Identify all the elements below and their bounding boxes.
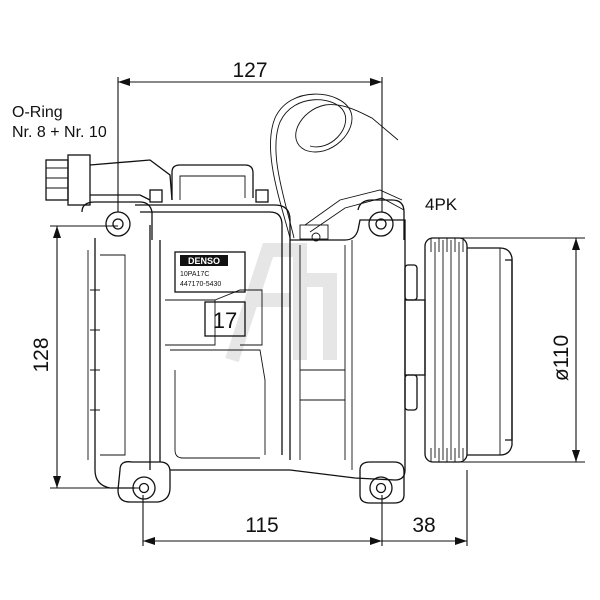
mount-hole-top-right <box>368 211 394 237</box>
dimension-128: 128 <box>30 225 140 489</box>
dimension-38-label: 38 <box>412 514 435 537</box>
top-valve-block <box>149 164 269 203</box>
nameplate-part-number: 447170-5430 <box>180 281 221 288</box>
wire-harness <box>270 93 405 242</box>
mount-hole-top-left <box>105 211 131 237</box>
dimension-115-label: 115 <box>245 514 278 537</box>
oring-label-line1: O-Ring <box>12 104 63 121</box>
dimension-diameter-label: ø110 <box>550 335 573 381</box>
dimension-127: 127 <box>117 59 383 212</box>
dimension-115: 115 <box>142 495 383 546</box>
number-plate-label: 17 <box>213 308 237 333</box>
denso-logo <box>180 255 228 266</box>
belt-label: 4PK <box>425 195 458 214</box>
watermark-logo <box>225 243 337 363</box>
front-housing <box>289 199 426 504</box>
dimension-diameter-110: ø110 <box>455 237 585 463</box>
compressor-housing <box>81 201 291 503</box>
service-port-fitting <box>45 154 173 206</box>
nameplate: DENSO 10PA17C 447170-5430 <box>174 251 246 293</box>
dimension-38: 38 <box>382 470 468 546</box>
dimension-128-label: 128 <box>30 337 53 372</box>
number-plate: 17 <box>204 301 246 337</box>
oring-label-line2: Nr. 8 + Nr. 10 <box>12 124 107 141</box>
mount-hole-bottom-right <box>369 476 393 500</box>
nameplate-brand: DENSO <box>188 256 220 266</box>
nameplate-model: 10PA17C <box>180 271 209 278</box>
pulley <box>424 237 513 463</box>
dimension-127-label: 127 <box>232 59 267 82</box>
mount-hole-bottom-left <box>132 476 156 500</box>
